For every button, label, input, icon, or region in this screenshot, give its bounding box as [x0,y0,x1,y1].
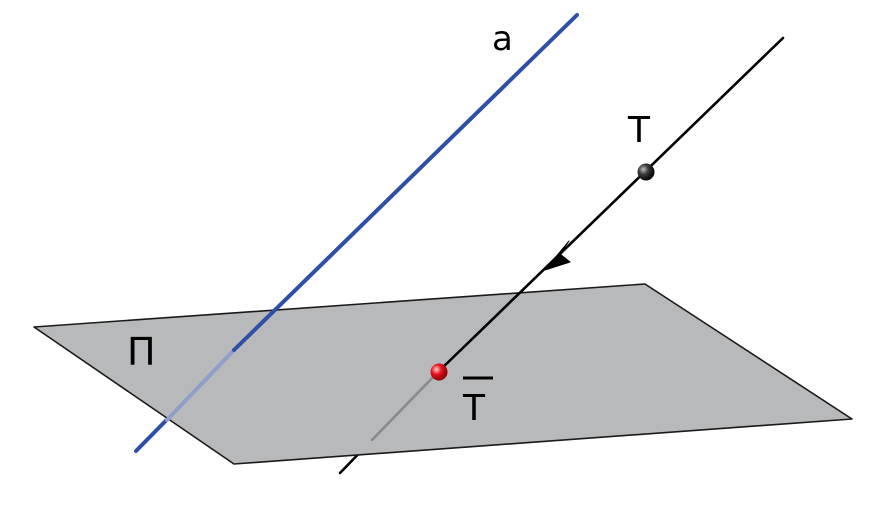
point-t-projection [430,363,448,381]
label-plane-pi: Π [127,330,156,374]
line-a-under-plane-segment [165,348,236,422]
label-line-a: a [492,19,513,59]
projection-direction-arrow-icon [544,240,571,271]
label-point-t: T [627,110,651,151]
projecting-line-under-plane-segment [370,370,440,442]
projecting-line [436,36,785,374]
line-a [232,13,579,352]
label-point-t-projection: T [462,388,486,429]
point-t [637,163,655,181]
